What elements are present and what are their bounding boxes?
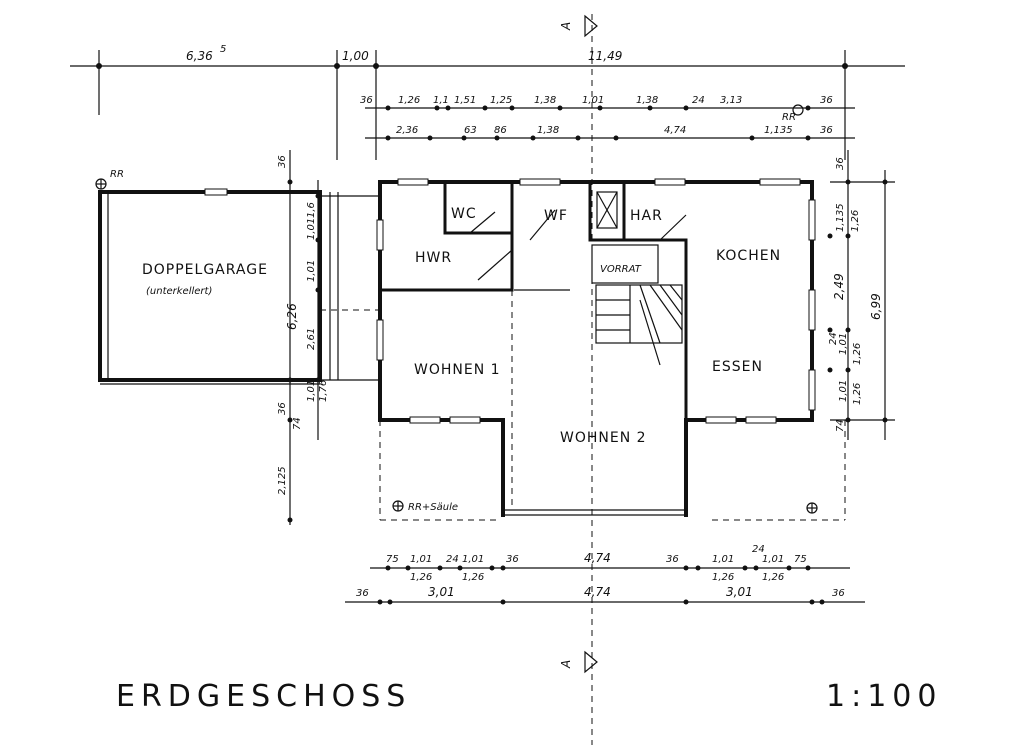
dim-label: 24 — [828, 332, 839, 345]
house-walls — [376, 178, 816, 517]
dim-label: 75 — [794, 554, 807, 565]
room-label-wohnen-1: WOHNEN 1 — [414, 362, 501, 378]
dim-label: 36 — [835, 157, 846, 170]
dim-label: 36 — [820, 125, 833, 136]
garage — [95, 178, 380, 385]
dim-label: 1,6 — [306, 202, 317, 218]
top-dim-row-2: 36 1,26 1,1 1,51 1,25 1,38 1,01 1,38 24 … — [360, 95, 833, 106]
interior-walls — [378, 180, 688, 510]
dim-label: 1,26 — [852, 343, 863, 365]
garage-note: (unterkellert) — [146, 286, 212, 297]
section-marker-bottom: A — [559, 650, 598, 674]
dim-label: 36 — [360, 95, 373, 106]
dim-label: 1,26 — [410, 572, 432, 583]
dim-label: 1,01 — [462, 554, 484, 565]
rr-label-garage: RR — [110, 169, 124, 180]
dim-label: 1,38 — [537, 125, 559, 136]
dim-label: 2,49 — [832, 273, 846, 300]
dim-label: 2,61 — [306, 328, 317, 350]
dim-label: 1,26 — [762, 572, 784, 583]
room-label-wf: WF — [544, 208, 568, 224]
dim-label: 4,74 — [664, 125, 686, 136]
dim-label: 1,01 — [582, 95, 604, 106]
room-label-kochen: KOCHEN — [716, 248, 781, 264]
dim-label: 2,125 — [277, 466, 288, 495]
dim-label: 2,36 — [396, 125, 418, 136]
dim-label: 4,74 — [584, 551, 611, 565]
section-label-top: A — [559, 22, 573, 31]
dim-overall-mid: 1,00 — [342, 49, 369, 63]
dim-label: 24 — [446, 554, 459, 565]
dim-label: 36 — [666, 554, 679, 565]
dim-label: 63 — [464, 125, 477, 136]
dim-label: 1,01 — [306, 218, 317, 240]
room-label-wohnen-2: WOHNEN 2 — [560, 430, 647, 446]
dim-label: 1,26 — [712, 572, 734, 583]
dim-label: 74 — [835, 419, 846, 432]
dim-label: 36 — [356, 588, 369, 599]
top-dimension-lines — [70, 50, 905, 160]
section-label-bottom: A — [559, 660, 573, 669]
dim-label: 36 — [832, 588, 845, 599]
bottom-dim-row-1: 75 1,01 24 1,01 36 4,74 36 1,01 24 1,01 … — [386, 544, 807, 583]
dim-label: 1,135 — [835, 203, 846, 232]
dim-label: 86 — [494, 125, 507, 136]
dim-label: 74 — [292, 417, 303, 430]
dim-label: 1,26 — [462, 572, 484, 583]
dim-label: 1,26 — [398, 95, 420, 106]
top-dim-row-3: 2,36 63 86 1,38 4,74 1,135 36 — [396, 125, 833, 136]
dim-label: 1,135 — [764, 125, 793, 136]
dim-label: 36 — [277, 155, 288, 168]
room-label-har: HAR — [630, 208, 663, 224]
rr-column-symbol — [392, 104, 818, 514]
dim-label: 1,25 — [490, 95, 512, 106]
dim-label: 1,38 — [534, 95, 556, 106]
room-label-wc: WC — [451, 206, 477, 222]
bottom-dimension-lines — [345, 565, 865, 605]
bottom-dim-row-2: 36 3,01 4,74 3,01 36 — [356, 585, 845, 599]
dim-label: 6,99 — [869, 293, 883, 320]
terrace-outline — [320, 309, 846, 521]
drawing-scale: 1:100 — [826, 679, 942, 714]
dim-label: 36 — [820, 95, 833, 106]
dim-label: 1,01 — [306, 260, 317, 282]
dim-label: 3,01 — [428, 585, 455, 599]
dim-label: 6,26 — [285, 303, 299, 330]
drawing-title: ERDGESCHOSS — [116, 679, 411, 714]
dim-label: 36 — [277, 402, 288, 415]
dim-label: 1,76 — [318, 380, 329, 402]
right-dimension-lines — [827, 150, 895, 440]
dim-label: 1,01 — [410, 554, 432, 565]
dim-label: 3,01 — [726, 585, 753, 599]
room-label-vorrat: VORRAT — [600, 264, 642, 275]
rr-label-top: RR — [782, 112, 796, 123]
dim-label: 1,51 — [454, 95, 476, 106]
dim-label: 75 — [386, 554, 399, 565]
room-label-hwr: HWR — [415, 250, 452, 266]
room-label-essen: ESSEN — [712, 359, 763, 375]
rr-saeule-label: RR+Säule — [408, 502, 458, 513]
dim-label: 1,26 — [852, 383, 863, 405]
dim-label: 24 — [752, 544, 765, 555]
dim-label: 3,13 — [720, 95, 742, 106]
dim-label: 1,01 — [838, 380, 849, 402]
section-marker-top: A — [559, 14, 598, 745]
dim-overall-left: 6,36 — [186, 49, 213, 63]
dim-label: 1,01 — [762, 554, 784, 565]
dim-label: 1,26 — [850, 210, 861, 232]
dim-overall-left-sup: 5 — [220, 44, 226, 55]
dim-label: 1,01 — [306, 380, 317, 402]
left-dimension-lines — [287, 150, 321, 525]
dim-label: 1,1 — [433, 95, 449, 106]
dim-label: 1,38 — [636, 95, 658, 106]
dim-label: 1,01 — [838, 333, 849, 355]
dim-label: 4,74 — [584, 585, 611, 599]
dim-overall-main: 11,49 — [588, 49, 622, 63]
dim-label: 36 — [506, 554, 519, 565]
room-label-garage: DOPPELGARAGE — [142, 262, 268, 278]
dim-label: 1,01 — [712, 554, 734, 565]
dim-label: 24 — [692, 95, 705, 106]
